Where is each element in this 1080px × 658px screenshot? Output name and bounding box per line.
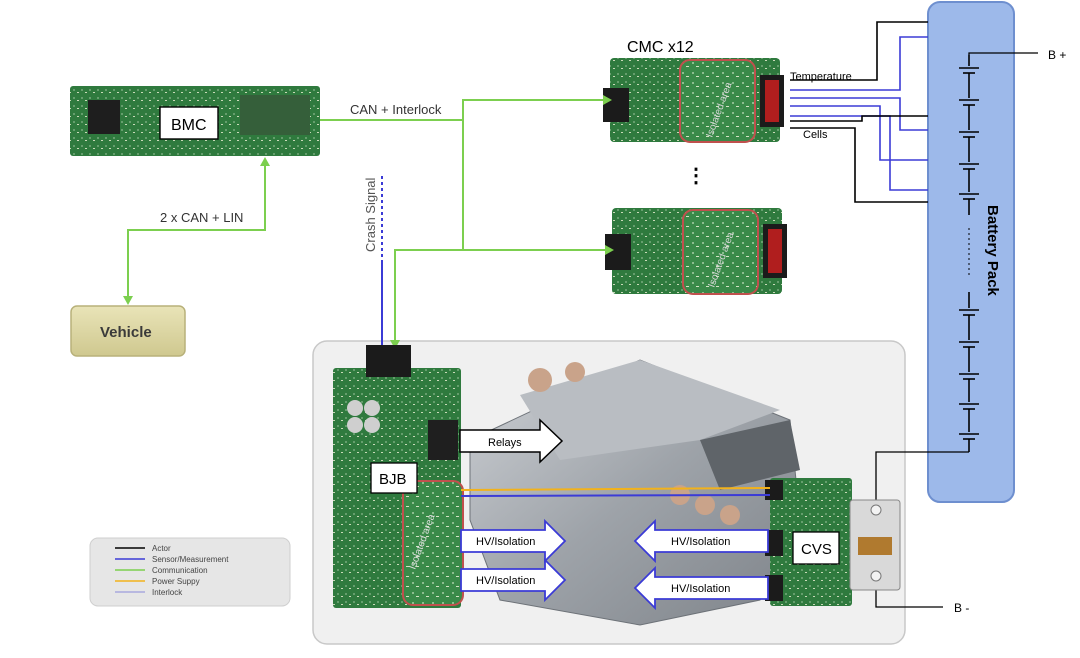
- cmc-board-1: [603, 58, 784, 143]
- cell-sense-wires: [790, 21, 928, 203]
- cmc-board-2: [605, 208, 787, 295]
- can-lin-label: 2 x CAN + LIN: [160, 210, 243, 225]
- b-plus-label: B +: [1048, 48, 1066, 62]
- relay-housing: [469, 359, 801, 626]
- battery-cells: [959, 55, 979, 452]
- cmc-label: CMC x12: [627, 39, 694, 56]
- temperature-label: Temperature: [790, 71, 852, 83]
- battery-pack-label: Battery Pack: [984, 205, 1001, 297]
- b-plus-wire: [968, 52, 1038, 55]
- crash-signal-label: Crash Signal: [363, 177, 378, 252]
- power-supply-line: [460, 487, 771, 491]
- bjb-label: BJB: [379, 471, 407, 488]
- vehicle-label: Vehicle: [100, 324, 152, 341]
- legend-actor-label: Actor: [152, 544, 171, 553]
- bmc-board: [70, 86, 320, 156]
- hv-isolation-arrows: [460, 518, 769, 611]
- cmc-ellipsis: ⋮: [686, 165, 706, 187]
- hv-isolation-label-4: HV/Isolation: [671, 583, 730, 595]
- cells-label: Cells: [803, 129, 828, 141]
- b-minus-label: B -: [954, 601, 969, 615]
- relays-arrow: [459, 418, 564, 464]
- can-interlock-label: CAN + Interlock: [350, 102, 442, 117]
- communication-lines: [127, 99, 605, 342]
- hv-isolation-label-2: HV/Isolation: [476, 575, 535, 587]
- cvs-board: [765, 478, 852, 606]
- relays-label: Relays: [488, 437, 522, 449]
- cvs-label: CVS: [801, 541, 832, 558]
- legend-communication-label: Communication: [152, 566, 208, 575]
- legend: Actor Sensor/Measurement Communication P…: [115, 544, 229, 597]
- legend-sensor-label: Sensor/Measurement: [152, 555, 229, 564]
- shunt-busbar: [849, 499, 901, 591]
- vehicle-box: [70, 305, 186, 357]
- legend-box: [89, 537, 291, 607]
- communication-arrowheads: [123, 95, 614, 349]
- legend-power-label: Power Suppy: [152, 577, 200, 586]
- hv-isolation-label-3: HV/Isolation: [671, 536, 730, 548]
- hv-isolation-label-1: HV/Isolation: [476, 536, 535, 548]
- sensor-line-bjb-cvs: [460, 494, 771, 497]
- bmc-label: BMC: [171, 117, 207, 134]
- bjb-board: [333, 345, 464, 608]
- legend-interlock-label: Interlock: [152, 588, 183, 597]
- battery-pack: [927, 1, 1015, 503]
